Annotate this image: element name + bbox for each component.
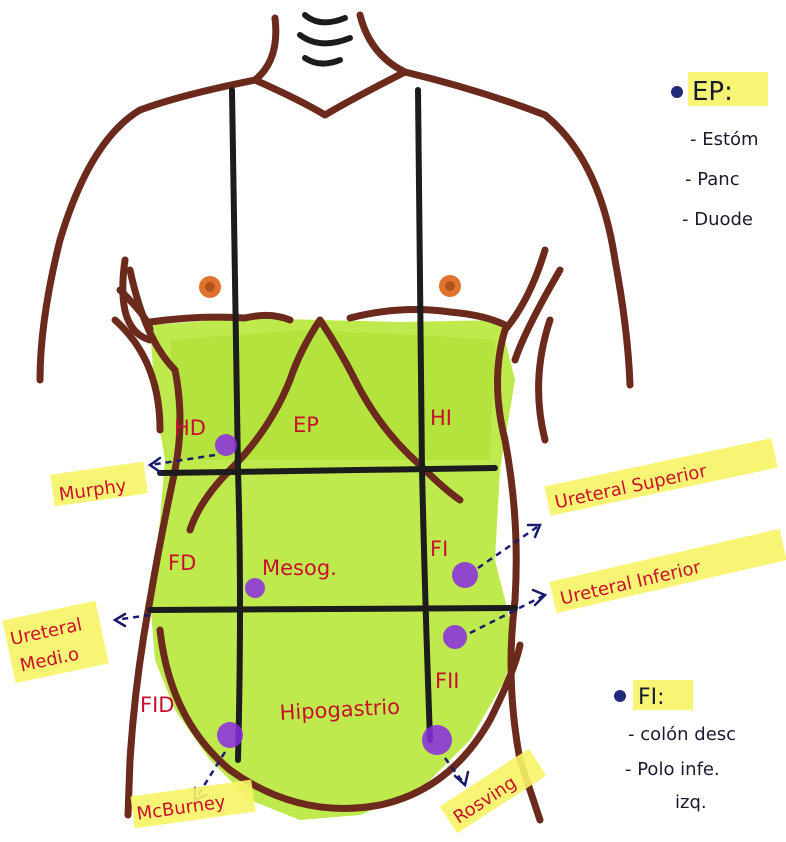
- label-fii: FII: [435, 669, 459, 693]
- mesogastric-point: [245, 578, 265, 598]
- label-fd: FD: [168, 551, 196, 575]
- note-ep-title: EP:: [692, 77, 733, 107]
- notes-ep: EP: - Estóm - Panc - Duode: [671, 72, 768, 230]
- neck-v: [255, 72, 405, 115]
- note-fi-title: FI:: [638, 685, 665, 710]
- label-ep: EP: [293, 413, 319, 437]
- bullet-ep: [671, 86, 683, 98]
- label-hd: HD: [174, 416, 206, 440]
- murphy-point: [215, 434, 237, 456]
- rosving-point: [422, 725, 452, 755]
- label-hi: HI: [430, 406, 452, 430]
- note-fi-item-1: - colón desc: [628, 724, 736, 745]
- label-fi: FI: [430, 537, 448, 561]
- label-fid: FID: [140, 693, 174, 717]
- note-ep-item-3: - Duode: [682, 209, 753, 230]
- note-ep-item-1: - Estóm: [690, 129, 759, 150]
- note-ep-item-2: - Panc: [685, 169, 740, 190]
- bullet-fi: [614, 690, 626, 702]
- label-meso: Mesog.: [262, 556, 337, 580]
- right-arm-inner: [515, 270, 560, 440]
- mcburney-point: [217, 722, 243, 748]
- ureteral-superior-point: [452, 562, 478, 588]
- notes-fi: FI: - colón desc - Polo infe. izq.: [614, 680, 736, 813]
- chin-lines: [300, 15, 350, 64]
- note-fi-item-2: - Polo infe.: [625, 759, 720, 780]
- note-fi-item-3: izq.: [675, 792, 707, 813]
- ureteral-inferior-point: [443, 625, 467, 649]
- intertubercular-line: [150, 608, 515, 610]
